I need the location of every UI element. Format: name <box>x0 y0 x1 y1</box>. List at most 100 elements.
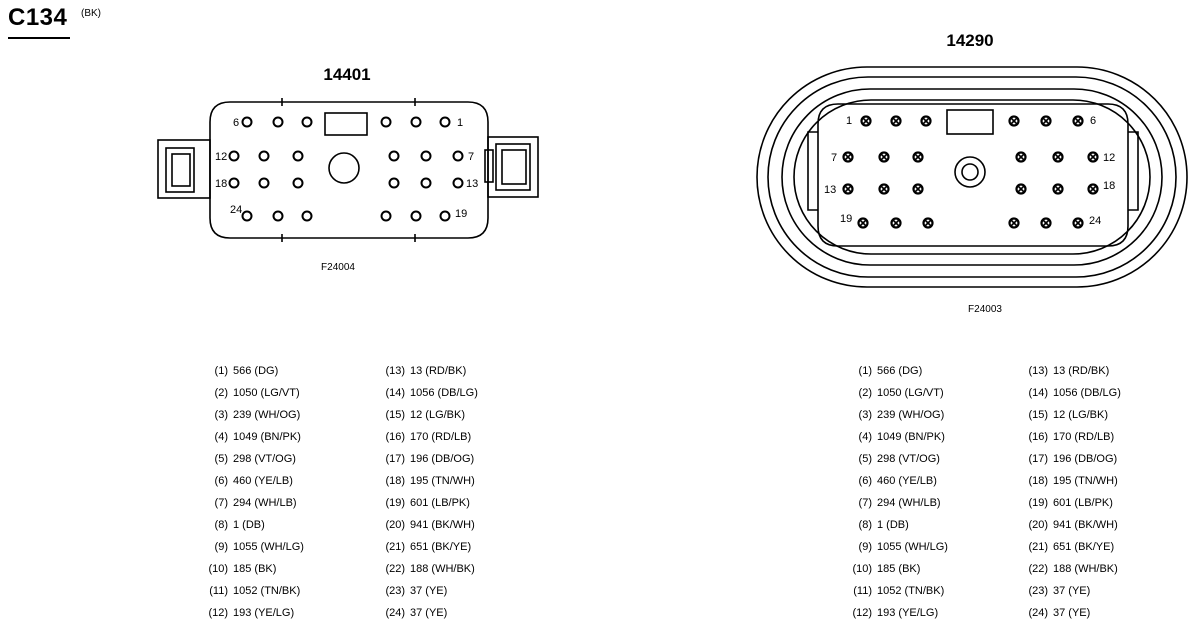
wire-row: (17)196 (DB/OG) <box>373 448 478 470</box>
wire-row: (1)566 (DG) <box>196 360 304 382</box>
page-title: C134 <box>8 4 68 31</box>
pin-number: (4) <box>214 431 228 443</box>
circuit-wire-color: 196 (DB/OG) <box>1053 453 1118 465</box>
pin-number: (23) <box>385 585 405 597</box>
left-pin-label-12: 12 <box>215 151 227 163</box>
right-part-number: 14290 <box>946 31 993 50</box>
right-wire-table-col2: (13)13 (RD/BK)(14)1056 (DB/LG)(15)12 (LG… <box>1016 360 1121 624</box>
wire-row: (4)1049 (BN/PK) <box>840 426 948 448</box>
wire-row: (6)460 (YE/LB) <box>196 470 304 492</box>
pin-cavity <box>890 217 902 229</box>
pin-number: (22) <box>1028 563 1048 575</box>
circuit-wire-color: 651 (BK/YE) <box>1053 541 1115 553</box>
pin-number: (19) <box>1028 497 1048 509</box>
pin-cavity <box>860 115 872 127</box>
pin-number: (9) <box>214 541 228 553</box>
wire-row: (22) 188 (WH/BK) <box>1016 558 1121 580</box>
pin-number: (18) <box>385 475 405 487</box>
pin-cavity <box>1087 183 1099 195</box>
wire-row: (10)185 (BK) <box>840 558 948 580</box>
wire-row: (23)37 (YE) <box>373 580 478 602</box>
wire-row: (12)193 (YE/LG) <box>840 602 948 624</box>
pin-number: (19) <box>385 497 405 509</box>
pin-number: (15) <box>1028 409 1048 421</box>
wire-row: (4)1049 (BN/PK) <box>196 426 304 448</box>
circuit-wire-color: 188 (WH/BK) <box>410 563 475 575</box>
pin-cavity <box>1052 183 1064 195</box>
wire-row: (8)1 (DB) <box>840 514 948 536</box>
circuit-wire-color: 185 (BK) <box>877 563 921 575</box>
pin-cavity <box>241 116 253 128</box>
pin-number: (10) <box>208 563 228 575</box>
wire-row: (5)298 (VT/OG) <box>196 448 304 470</box>
pin-number: (12) <box>208 607 228 619</box>
pin-number: (18) <box>1028 475 1048 487</box>
left-key <box>324 112 368 136</box>
circuit-wire-color: 460 (YE/LB) <box>877 475 937 487</box>
pin-number: (16) <box>385 431 405 443</box>
circuit-wire-color: 566 (DG) <box>877 365 923 377</box>
pin-number: (16) <box>1028 431 1048 443</box>
pin-number: (13) <box>385 365 405 377</box>
wire-row: (12) 193 (YE/LG) <box>196 602 304 624</box>
left-pin-label-1: 1 <box>457 117 463 129</box>
wire-row: (20)941 (BK/WH) <box>1016 514 1121 536</box>
right-wire-table-col1: (1)566 (DG)(2)1050 (LG/VT)(3)239 (WH/OG)… <box>840 360 948 624</box>
pin-number: (6) <box>214 475 228 487</box>
pin-cavity <box>878 183 890 195</box>
left-wire-table-col1: (1)566 (DG)(2)1050 (LG/VT)(3)239 (WH/OG)… <box>196 360 304 624</box>
circuit-wire-color: 1055 (WH/LG) <box>877 541 948 553</box>
circuit-wire-color: 188 (WH/BK) <box>1053 563 1118 575</box>
right-pin-label-24: 24 <box>1089 215 1101 227</box>
pin-cavity <box>842 183 854 195</box>
circuit-wire-color: 294 (WH/LB) <box>233 497 297 509</box>
left-pin-label-13: 13 <box>466 178 478 190</box>
right-pin-cavities <box>842 115 1099 229</box>
pin-cavity <box>301 116 313 128</box>
circuit-wire-color: 193 (YE/LG) <box>877 607 939 619</box>
pin-number: (11) <box>209 585 228 597</box>
pin-cavity <box>842 151 854 163</box>
circuit-wire-color: 170 (RD/LB) <box>1053 431 1115 443</box>
left-connector-view: 14401 <box>157 65 539 242</box>
pin-cavity <box>1040 115 1052 127</box>
circuit-wire-color: 1052 (TN/BK) <box>877 585 945 597</box>
pin-number: (23) <box>1028 585 1048 597</box>
pin-cavity <box>1015 151 1027 163</box>
pin-number: (8) <box>214 519 228 531</box>
pin-cavity <box>890 115 902 127</box>
pin-number: (14) <box>385 387 405 399</box>
wire-row: (8)1 (DB) <box>196 514 304 536</box>
wire-row: (10)185 (BK) <box>196 558 304 580</box>
pin-number: (3) <box>858 409 872 421</box>
circuit-wire-color: 941 (BK/WH) <box>1053 519 1118 531</box>
right-key <box>946 109 994 135</box>
left-wire-table-col2: (13)13 (RD/BK)(14)1056 (DB/LG)(15)12 (LG… <box>373 360 478 624</box>
right-outer-ring <box>756 66 1188 288</box>
wire-row: (24)37 (YE) <box>1016 602 1121 624</box>
pin-cavity <box>228 177 240 189</box>
pin-cavity <box>452 177 464 189</box>
circuit-wire-color: 37 (YE) <box>1053 607 1091 619</box>
pin-number: (11) <box>853 585 872 597</box>
right-pin-label-18: 18 <box>1103 180 1115 192</box>
pin-cavity <box>410 210 422 222</box>
right-pin-label-6: 6 <box>1090 115 1096 127</box>
right-figure-id: F24003 <box>968 304 1002 315</box>
pin-cavity <box>1072 115 1084 127</box>
wire-row: (20)941 (BK/WH) <box>373 514 478 536</box>
pin-cavity <box>258 177 270 189</box>
circuit-wire-color: 193 (YE/LG) <box>233 607 295 619</box>
pin-cavity <box>241 210 253 222</box>
wire-row: (15)12 (LG/BK) <box>1016 404 1121 426</box>
pin-number: (2) <box>214 387 228 399</box>
pin-cavity <box>410 116 422 128</box>
pin-cavity <box>1040 217 1052 229</box>
circuit-wire-color: 1056 (DB/LG) <box>410 387 478 399</box>
right-connector-body <box>817 103 1129 247</box>
pin-number: (5) <box>214 453 228 465</box>
right-pin-label-7: 7 <box>831 152 837 164</box>
pin-number: (17) <box>1028 453 1048 465</box>
pin-cavity <box>878 151 890 163</box>
circuit-wire-color: 601 (LB/PK) <box>1053 497 1113 509</box>
